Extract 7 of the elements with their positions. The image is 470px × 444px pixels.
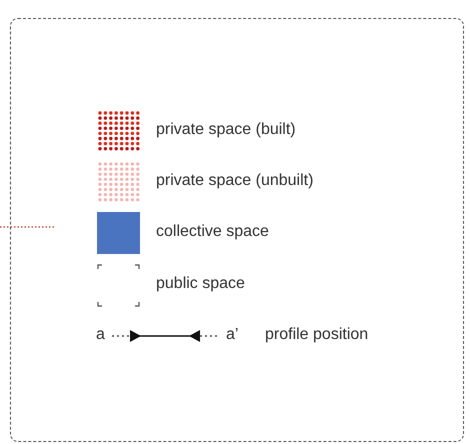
point-label: a’ <box>226 325 238 345</box>
legend-text: private space (unbuilt) <box>156 171 314 191</box>
legend-text: collective space <box>156 222 269 242</box>
legend-text: private space (built) <box>156 120 296 140</box>
legend-text: public space <box>156 274 245 294</box>
legend-text: profile position <box>265 325 368 345</box>
point-label: a <box>96 325 105 345</box>
